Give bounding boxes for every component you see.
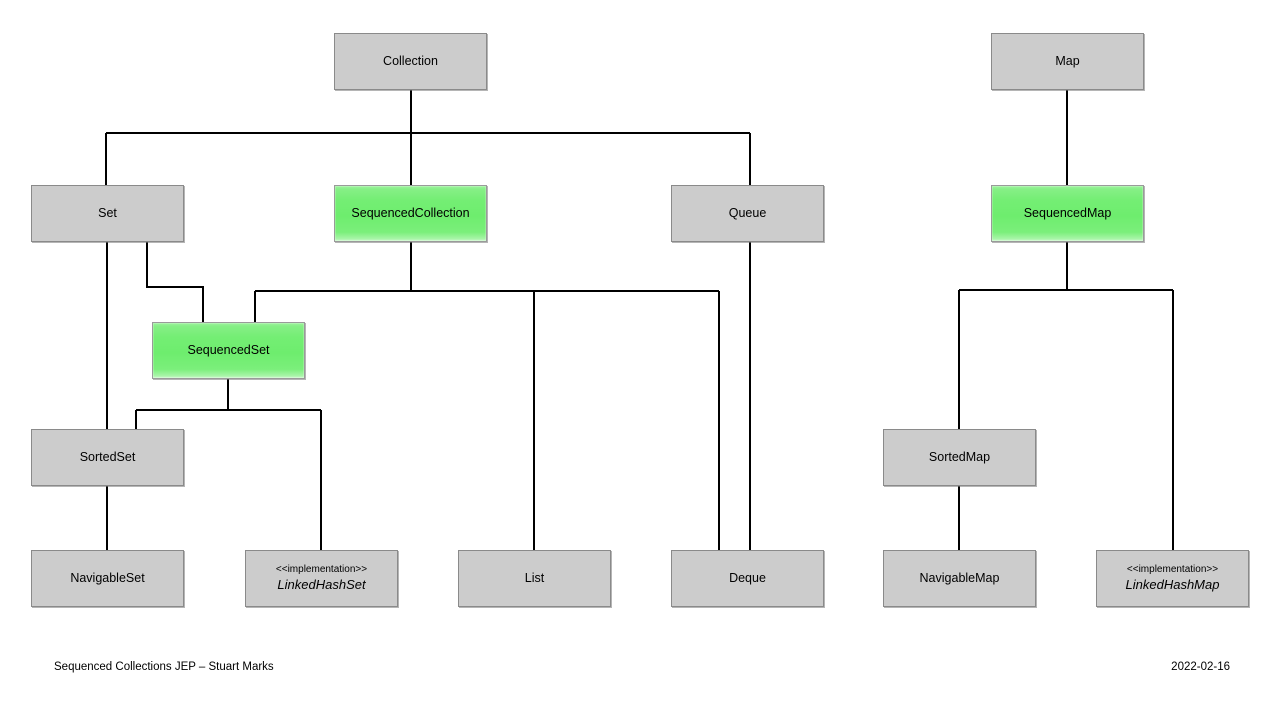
node-stereotype: <<implementation>> <box>1126 563 1219 575</box>
footer-credit: Sequenced Collections JEP – Stuart Marks <box>54 661 274 673</box>
edge-sequencedcollection-to-sequencedset <box>254 242 719 322</box>
node-label: SortedSet <box>79 449 136 464</box>
node-navigablemap[interactable]: NavigableMap <box>883 550 1036 607</box>
node-label: Set <box>98 205 117 220</box>
node-sequencedmap[interactable]: SequencedMap <box>991 185 1144 242</box>
node-label: SequencedMap <box>1023 205 1112 220</box>
node-set[interactable]: Set <box>31 185 184 242</box>
node-stereotype: <<implementation>> <box>275 563 368 575</box>
node-map[interactable]: Map <box>991 33 1144 90</box>
node-label: LinkedHashSet <box>277 577 366 593</box>
node-queue[interactable]: Queue <box>671 185 824 242</box>
node-label: SequencedSet <box>187 342 270 357</box>
node-label: LinkedHashMap <box>1125 577 1220 593</box>
footer-date: 2022-02-16 <box>1171 661 1230 673</box>
node-label: SortedMap <box>928 449 991 464</box>
node-sequencedcollection[interactable]: SequencedCollection <box>334 185 487 242</box>
node-deque[interactable]: Deque <box>671 550 824 607</box>
node-collection[interactable]: Collection <box>334 33 487 90</box>
node-navigableset[interactable]: NavigableSet <box>31 550 184 607</box>
node-linkedhashset[interactable]: <<implementation>> LinkedHashSet <box>245 550 398 607</box>
edge-sequencedmap-to-sortedmap <box>958 242 1173 429</box>
node-label: List <box>524 570 545 585</box>
node-list[interactable]: List <box>458 550 611 607</box>
node-label: SequencedCollection <box>351 205 470 220</box>
node-label: NavigableMap <box>919 570 1000 585</box>
node-sequencedset[interactable]: SequencedSet <box>152 322 305 379</box>
edge-collection-to-set <box>105 90 750 185</box>
node-label: Deque <box>729 570 766 585</box>
node-sortedmap[interactable]: SortedMap <box>883 429 1036 486</box>
node-label: Map <box>1055 53 1080 68</box>
node-label: Collection <box>383 53 438 68</box>
node-label: NavigableSet <box>70 570 145 585</box>
edge-set-to-sequencedset <box>146 242 204 322</box>
node-linkedhashmap[interactable]: <<implementation>> LinkedHashMap <box>1096 550 1249 607</box>
node-label: Queue <box>728 205 767 220</box>
node-sortedset[interactable]: SortedSet <box>31 429 184 486</box>
edge-sequencedset-to-sortedset <box>135 379 321 429</box>
